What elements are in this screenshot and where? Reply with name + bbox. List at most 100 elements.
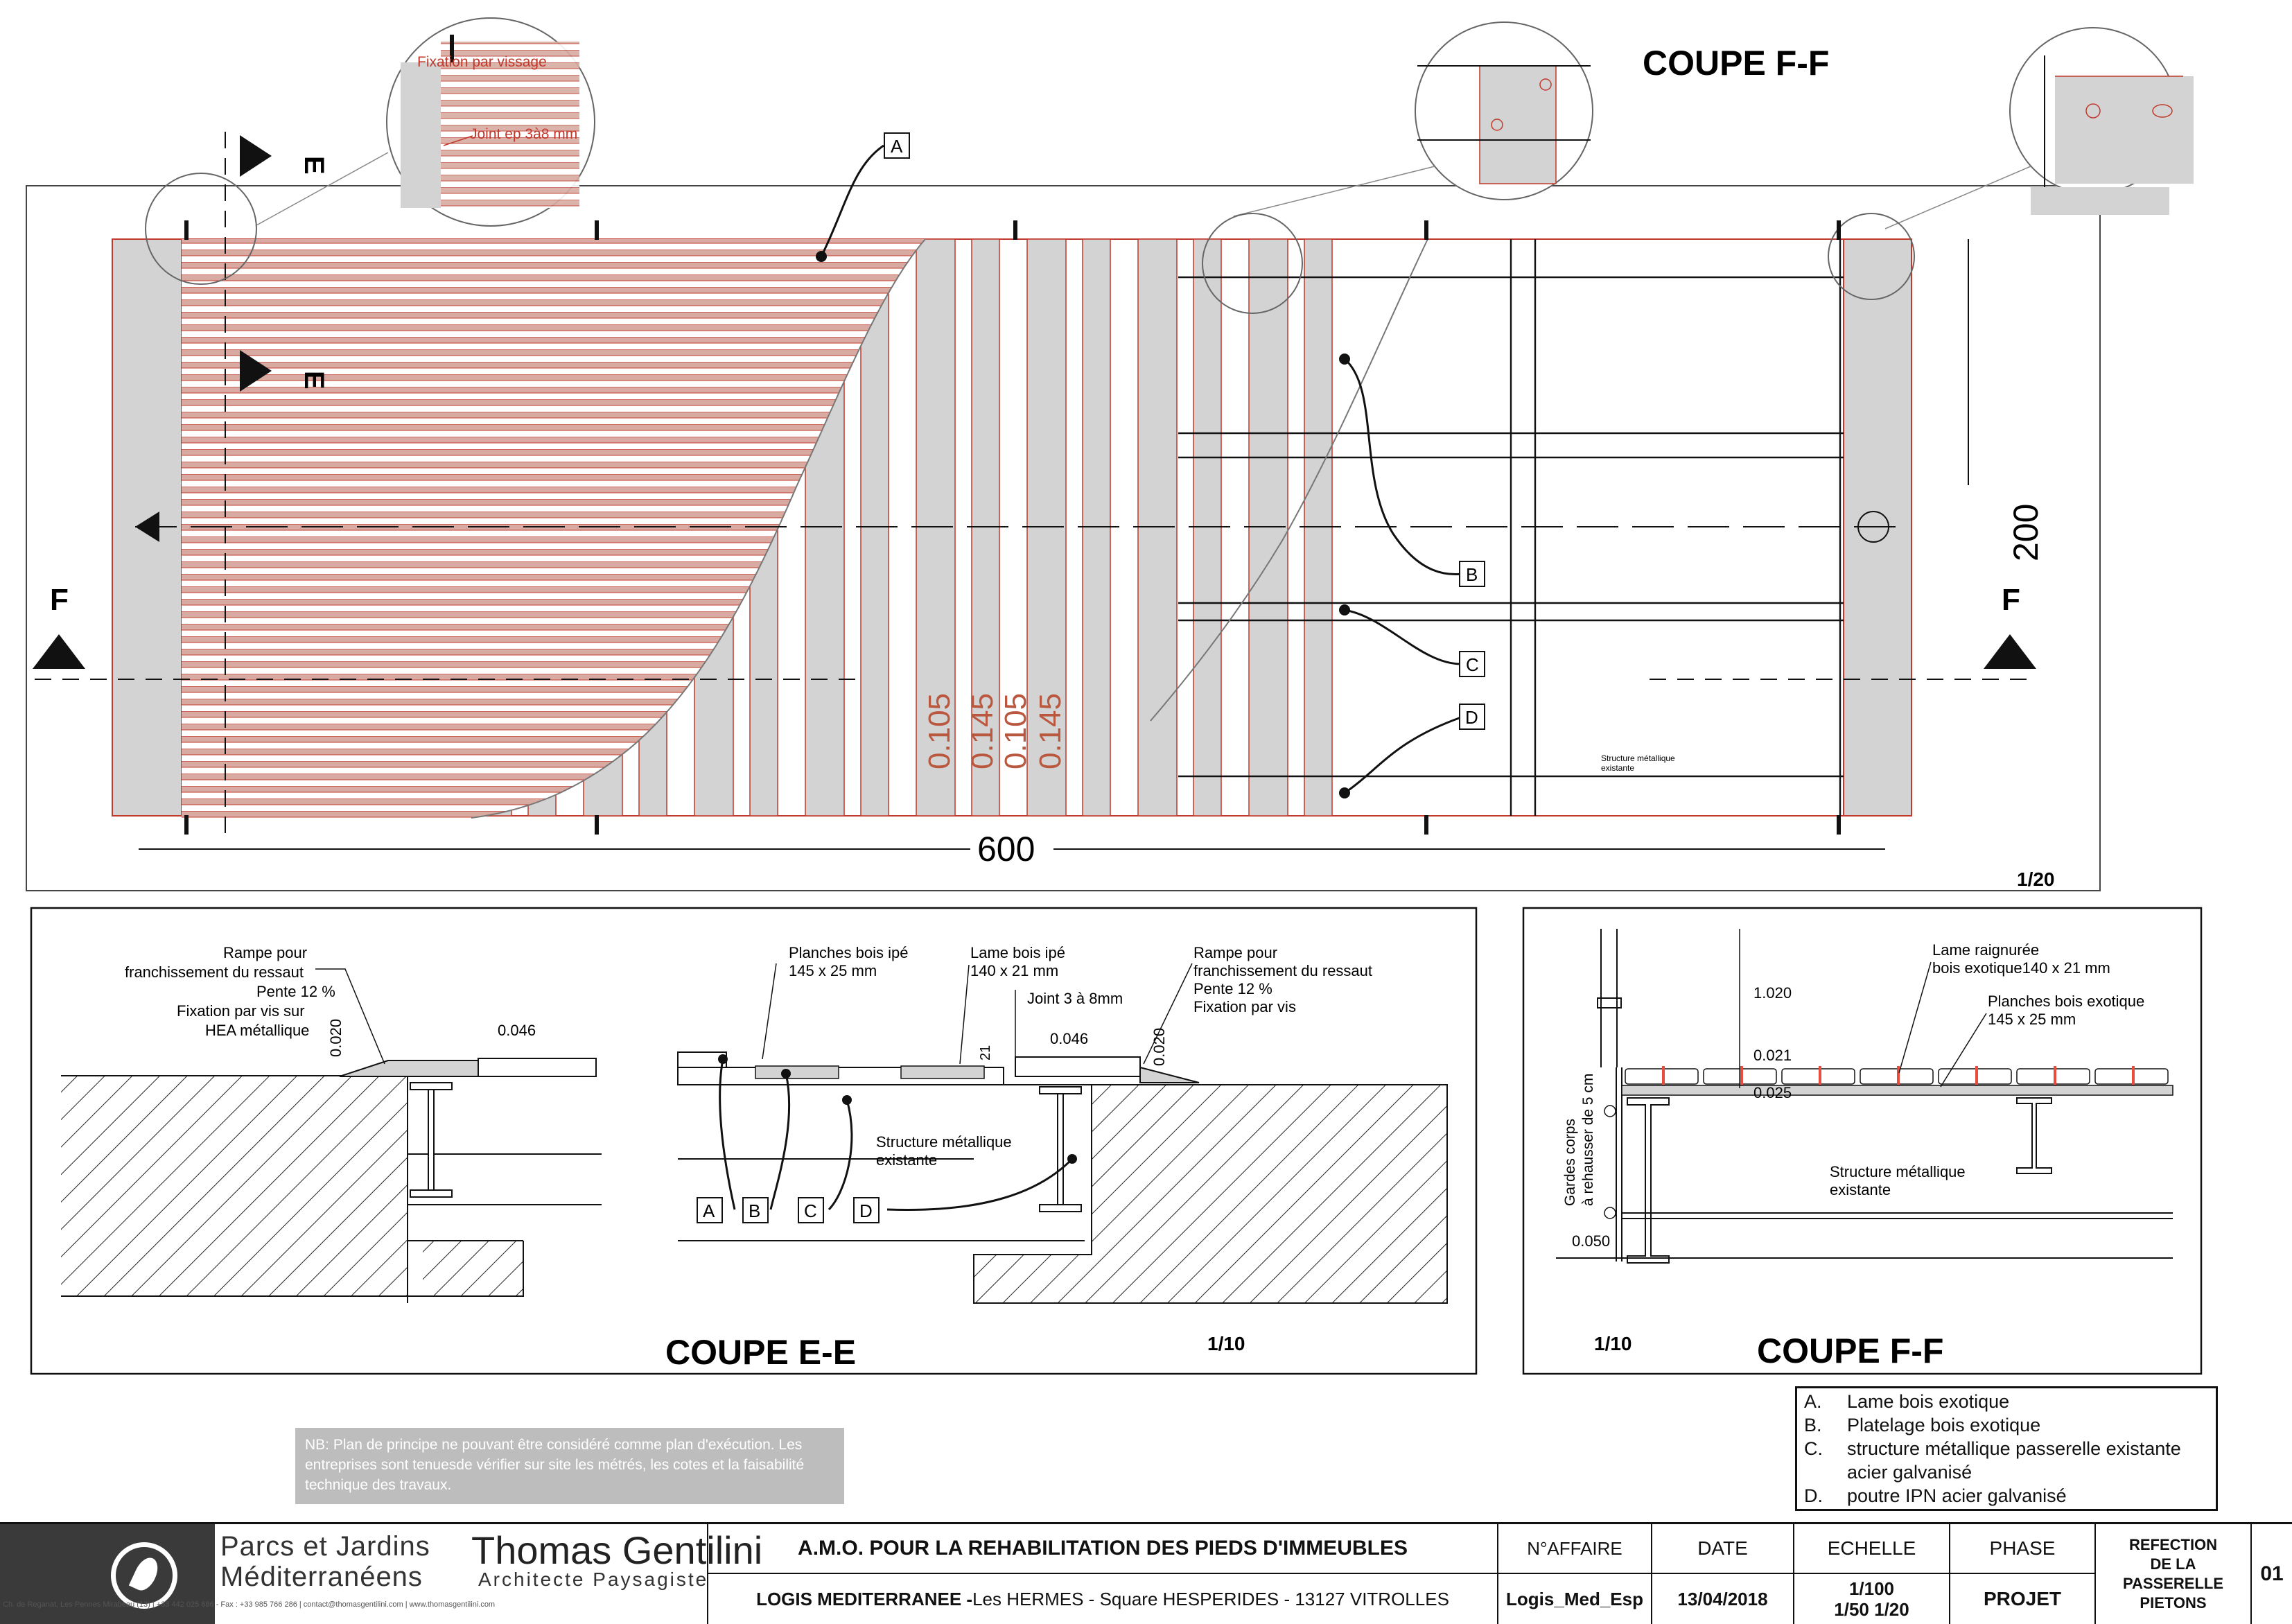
ff-planches-1: Planches bois exotique	[1988, 993, 2144, 1010]
sheet-number: 01	[2250, 1524, 2292, 1624]
ff-structure-2: existante	[1830, 1181, 1891, 1198]
structure-note-line1: Structure métallique	[1601, 753, 1675, 763]
ipn-beam-right	[1039, 1086, 1082, 1212]
ff-deck-board	[1781, 1068, 1855, 1085]
section-marker-f-left	[33, 634, 85, 669]
section-ff-title: COUPE F-F	[1757, 1331, 1943, 1370]
plan-callouts: A B C D	[816, 132, 1485, 798]
legend-key: C.	[1804, 1438, 1823, 1459]
ramp-left-text-2: franchissement du ressaut	[125, 963, 304, 981]
ff-deck-board	[1860, 1068, 1934, 1085]
board-dim-3: 0.105	[999, 693, 1033, 769]
ramp-left-text-3: Pente 12 %	[256, 983, 335, 1000]
section-ff-scale: 1/10	[1594, 1333, 1632, 1354]
ee-dim-020-right: 0.020	[1151, 1028, 1168, 1066]
detail-note-joint: Joint ep 3à8 mm	[470, 126, 577, 142]
ee-callouts: A B C D	[697, 1054, 1077, 1223]
detail-note-fixation: Fixation par vissage	[417, 54, 547, 70]
ff-dim-025: 0.025	[1753, 1084, 1792, 1101]
section-ee-frame	[30, 907, 1478, 1375]
ee-callout-c: C	[804, 1200, 817, 1221]
section-ee: Rampe pour franchissement du ressaut Pen…	[30, 907, 1478, 1375]
detail-bubble-top-center	[1233, 21, 1593, 217]
drawing-title: REFECTION DE LA PASSERELLE PIETONS	[2094, 1524, 2250, 1624]
plan-scale: 1/20	[2017, 868, 2055, 890]
project-title: A.M.O. POUR LA REHABILITATION DES PIEDS …	[707, 1524, 1497, 1574]
ff-dim-021: 0.021	[1753, 1047, 1792, 1064]
ee-planches-2: 145 x 25 mm	[789, 962, 877, 979]
detail-bubble-topright	[1884, 27, 2194, 229]
drawing-title-4: PIETONS	[2140, 1594, 2207, 1612]
detail-ring-right	[1828, 213, 1915, 300]
section-ee-scale: 1/10	[1207, 1333, 1245, 1354]
ff-dim-1020: 1.020	[1753, 984, 1792, 1002]
architect-name: Thomas Gentilini	[471, 1528, 763, 1572]
architect-role: Architecte Paysagiste	[478, 1569, 709, 1590]
ee-callout-d: D	[859, 1200, 873, 1221]
ee-ramp-right-2: franchissement du ressaut	[1193, 962, 1372, 979]
legend-text: Lame bois exotique	[1847, 1391, 2010, 1412]
legend-text: Platelage bois exotique	[1847, 1415, 2041, 1435]
plan-frame	[26, 185, 2101, 891]
title-block: Parcs et Jardins Méditerranéens Thomas G…	[0, 1522, 2292, 1624]
section-marker-e-mid	[240, 350, 272, 392]
ff-dim-050: 0.050	[1572, 1232, 1610, 1250]
deck-board-left	[478, 1058, 597, 1077]
echelle-value-2: 1/50 1/20	[1834, 1599, 1909, 1620]
echelle-value: 1/100 1/50 1/20	[1793, 1574, 1949, 1624]
client-address: Les HERMES - Square HESPERIDES - 13127 V…	[972, 1588, 1449, 1609]
ee-dim-21: 21	[978, 1045, 993, 1060]
ff-gardes-corps-1: Gardes corps	[1562, 1119, 1578, 1206]
section-label-f-left: F	[50, 583, 69, 617]
ee-ramp-right-3: Pente 12 %	[1193, 980, 1272, 997]
ee-dim-046-left: 0.046	[498, 1022, 536, 1039]
cut-curve-right	[1150, 238, 1428, 722]
legend-key: D.	[1804, 1485, 1823, 1506]
ee-callout-b: B	[749, 1200, 760, 1221]
ee-labels: Planches bois ipé 145 x 25 mm Lame bois …	[789, 944, 1372, 1169]
office-address: Ch. de Reganat, Les Pennes Mirabeau (13)…	[3, 1600, 496, 1609]
ramp-right	[1139, 1066, 1200, 1083]
dim-length: 600	[977, 830, 1035, 868]
ff-labels: Lame raignurée bois exotique140 x 21 mm …	[1572, 941, 2144, 1250]
ff-deck-board	[2016, 1068, 2090, 1085]
ramp-left-text-4: Fixation par vis sur	[177, 1002, 305, 1020]
phase-value: PROJET	[1949, 1574, 2094, 1624]
ramp-left-text-5: HEA métallique	[205, 1022, 309, 1039]
disclaimer-note: NB: Plan de principe ne pouvant être con…	[295, 1428, 844, 1504]
legend-key: B.	[1804, 1415, 1822, 1435]
echelle-label: ECHELLE	[1793, 1524, 1949, 1574]
ee-lame-1: Lame bois ipé	[970, 944, 1065, 961]
ee-dim-020-left: 0.020	[327, 1019, 344, 1057]
ff-beams	[1627, 1097, 2052, 1264]
detail-ring-center	[1202, 213, 1303, 314]
legend: A.Lame bois exotique B. Platelage bois ex…	[1795, 1386, 2218, 1511]
hea-beam-left	[410, 1082, 453, 1198]
plan-callout-a: A	[891, 136, 903, 157]
date-label: DATE	[1651, 1524, 1793, 1574]
ee-callout-a: A	[703, 1200, 715, 1221]
cut-curve-left	[471, 238, 926, 819]
ee-structure-1: Structure métallique	[876, 1133, 1012, 1151]
phase-label: PHASE	[1949, 1524, 2094, 1574]
section-ee-title: COUPE E-E	[665, 1333, 856, 1372]
ee-structure-2: existante	[876, 1151, 937, 1169]
detail-bubble-topleft: Fixation par vissage Joint ep 3à8 mm	[256, 17, 595, 227]
legend-item-b: B. Platelage bois exotique	[1804, 1413, 2209, 1437]
ramp-left-text-1: Rampe pour	[223, 944, 307, 961]
brand-line-1: Parcs et Jardins	[220, 1531, 430, 1562]
ff-deck-board	[2094, 1068, 2169, 1085]
ff-gardes-corps-2: à rehausser de 5 cm	[1580, 1074, 1596, 1206]
ff-structure-1: Structure métallique	[1830, 1163, 1966, 1180]
affaire-label: N°AFFAIRE	[1497, 1524, 1651, 1574]
ee-dim-046-right: 0.046	[1050, 1030, 1088, 1047]
ee-lame-2: 140 x 21 mm	[970, 962, 1058, 979]
legend-text: structure métallique passerelle existant…	[1847, 1438, 2181, 1483]
dim-width: 200	[2006, 504, 2045, 561]
leaf-logo-icon	[111, 1542, 177, 1609]
section-ff: Lame raignurée bois exotique140 x 21 mm …	[1522, 907, 2203, 1375]
ee-planches-1: Planches bois ipé	[789, 944, 908, 961]
ee-joint: Joint 3 à 8mm	[1027, 990, 1123, 1007]
axis-circle	[1857, 511, 1889, 543]
legend-item-a: A.Lame bois exotique	[1804, 1390, 2209, 1413]
